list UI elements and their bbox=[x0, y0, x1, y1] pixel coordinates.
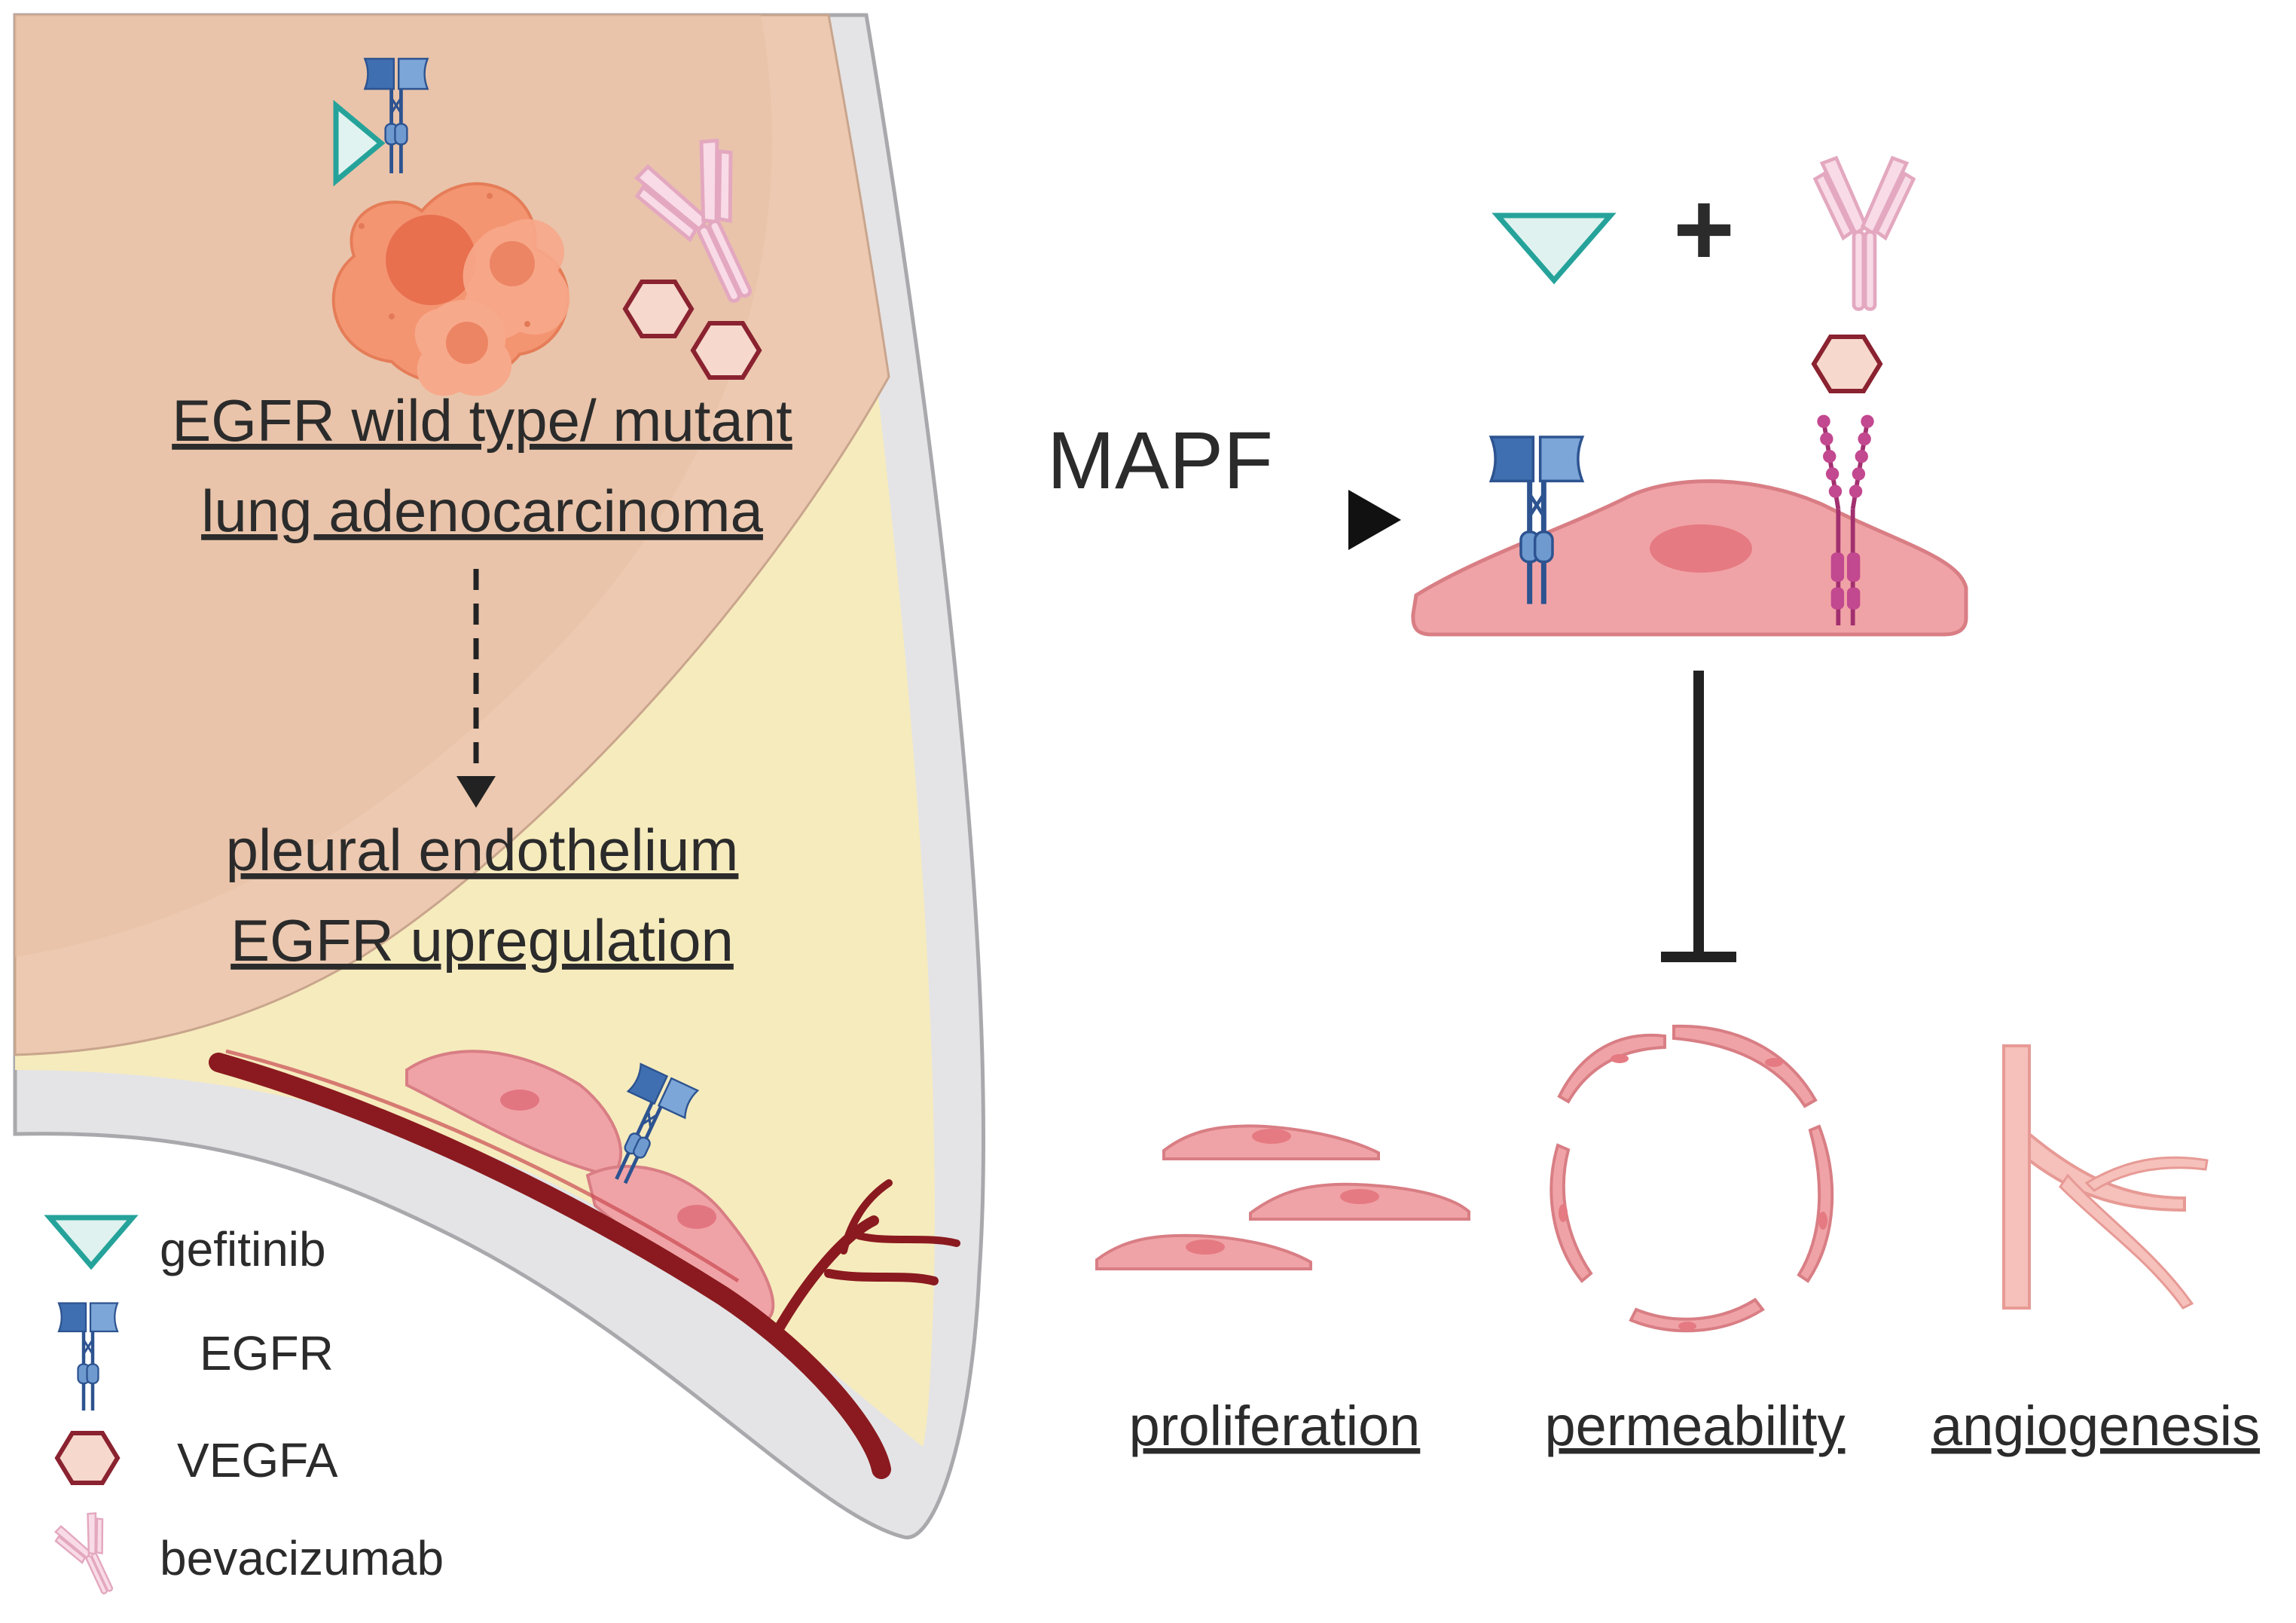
outcome-label-proliferation: proliferation bbox=[1129, 1395, 1421, 1457]
legend: gefitinib EGFR VEGFA bevacizumab bbox=[44, 1215, 444, 1604]
legend-bevacizumab-icon bbox=[49, 1508, 133, 1604]
legend-label-gefitinib: gefitinib bbox=[160, 1222, 326, 1276]
tumor-vegfa-icon-2 bbox=[690, 321, 762, 380]
combo-vegfa-icon bbox=[1811, 335, 1883, 393]
combo-gefitinib-icon bbox=[1491, 212, 1617, 285]
legend-label-bevacizumab: bevacizumab bbox=[160, 1531, 444, 1585]
tumor-gefitinib-icon bbox=[333, 99, 386, 187]
endothelial-cell bbox=[1411, 479, 1968, 637]
angiogenesis-icon bbox=[2002, 1044, 2209, 1310]
tumor-label-line1: EGFR wild type/ mutant bbox=[172, 387, 792, 454]
outcome-label-angiogenesis: angiogenesis bbox=[1931, 1395, 2260, 1457]
tumor-label-line2: lung adenocarcinoma bbox=[201, 478, 763, 544]
legend-egfr-icon bbox=[59, 1304, 118, 1411]
legend-label-vegfa: VEGFA bbox=[177, 1433, 338, 1487]
tumor-cells bbox=[331, 182, 570, 396]
proliferation-icon bbox=[1095, 1124, 1470, 1270]
dashed-arrow-head bbox=[456, 776, 496, 808]
endothelium-label-line1: pleural endothelium bbox=[226, 817, 739, 883]
mapf-label: MAPF bbox=[1047, 414, 1273, 506]
legend-vegfa-icon bbox=[54, 1431, 121, 1485]
lung-pleura-panel bbox=[13, 13, 985, 1539]
tumor-vegfa-icon-1 bbox=[622, 280, 695, 338]
pleural-endothelium bbox=[209, 1049, 960, 1479]
permeability-icon bbox=[1549, 1024, 1834, 1333]
endothelium-label-line2: EGFR upregulation bbox=[231, 907, 734, 973]
plus-sign: + bbox=[1673, 170, 1735, 288]
legend-label-egfr: EGFR bbox=[200, 1326, 334, 1380]
combo-bevacizumab-icon bbox=[1815, 158, 1914, 310]
outcome-label-permeability: permeability bbox=[1545, 1395, 1846, 1457]
mapf-arrow-head bbox=[1348, 490, 1401, 550]
legend-gefitinib-icon bbox=[44, 1215, 139, 1270]
